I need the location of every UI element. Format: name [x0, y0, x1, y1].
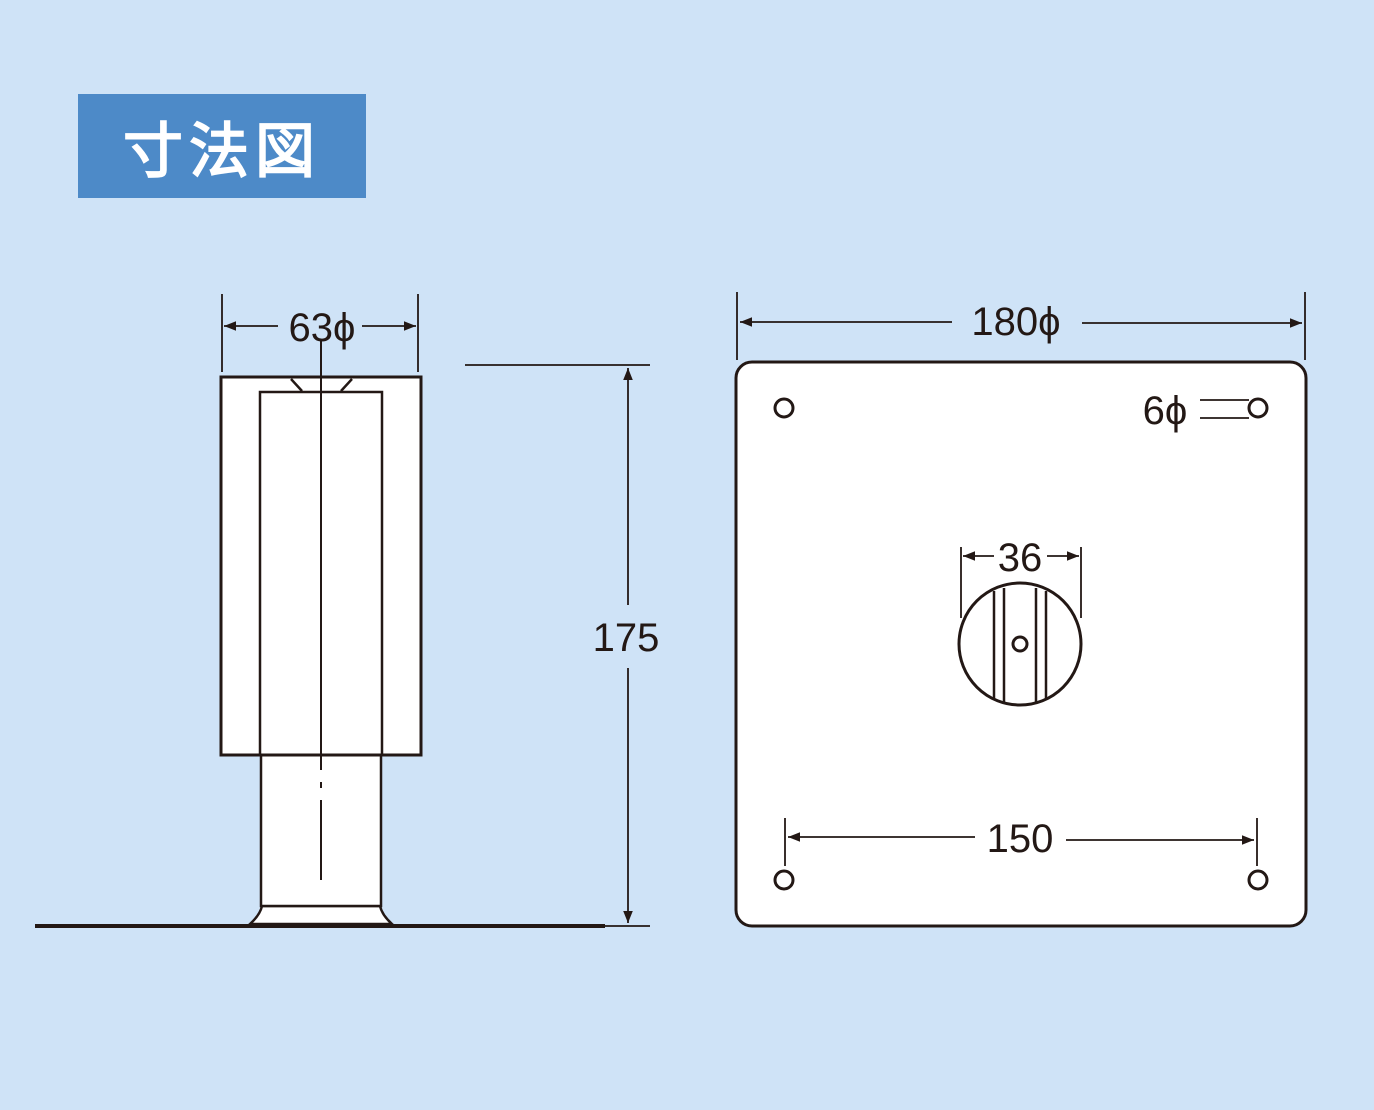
- corner-hole-top-right: [1247, 397, 1269, 419]
- dim-150-label: 150: [987, 817, 1054, 861]
- dim-36-label: 36: [998, 536, 1043, 580]
- corner-hole-bottom-right: [1247, 869, 1269, 891]
- center-pipe: [957, 581, 1083, 707]
- side-view: [35, 294, 650, 945]
- pipe-flange: [246, 904, 396, 926]
- cap-top-notch: [290, 378, 353, 392]
- dim-6-label: 6ϕ: [1143, 389, 1188, 433]
- dim-180-label: 180ϕ: [971, 300, 1060, 344]
- corner-hole-bottom-left: [773, 869, 795, 891]
- dim-175-label: 175: [593, 616, 660, 660]
- page-title: 寸法図: [78, 94, 366, 198]
- pipe-center-hole: [1011, 635, 1029, 653]
- corner-hole-top-left: [773, 397, 795, 419]
- dim-63-label: 63ϕ: [289, 306, 356, 350]
- plan-view: [734, 292, 1308, 928]
